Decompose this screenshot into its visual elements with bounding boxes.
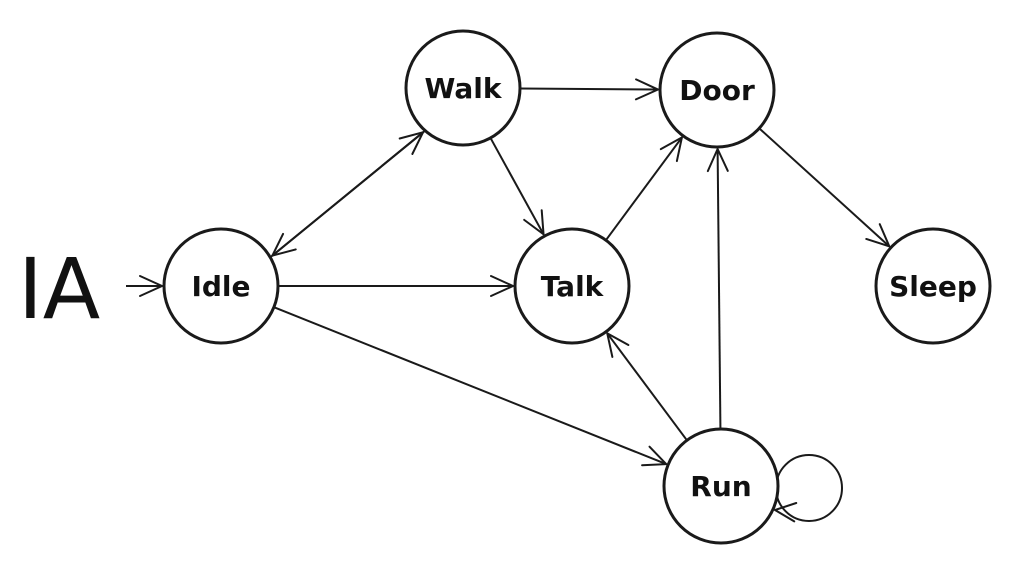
edge-line <box>605 136 683 241</box>
edge-run-to-talk <box>605 331 688 441</box>
edges-layer <box>126 78 892 523</box>
state-door: Door <box>658 31 776 149</box>
state-idle-label: Idle <box>191 270 250 303</box>
edge-run-to-run <box>772 454 843 523</box>
state-sleep: Sleep <box>874 227 992 345</box>
initial-arrowhead <box>139 275 165 297</box>
arrowhead-run-self <box>772 502 798 523</box>
edge-door-to-sleep <box>758 127 892 248</box>
edge-walk-to-idle <box>270 130 426 258</box>
state-run-circle <box>662 427 780 545</box>
arrowhead-talk <box>490 275 516 297</box>
edge-walk-to-talk <box>489 137 545 237</box>
arrowhead-talk <box>605 331 630 358</box>
state-talk-circle <box>513 227 631 345</box>
arrowhead-talk <box>523 209 545 237</box>
state-run-label: Run <box>690 470 751 503</box>
initial-arrow <box>126 275 165 297</box>
arrowhead-door <box>706 146 729 173</box>
state-walk-label: Walk <box>425 72 503 105</box>
state-idle: Idle <box>162 227 280 345</box>
edge-walk-to-door <box>519 78 661 101</box>
edge-talk-to-door <box>605 135 684 241</box>
edge-run-to-door <box>706 146 729 430</box>
state-sleep-label: Sleep <box>889 270 977 303</box>
state-walk-circle <box>404 29 522 147</box>
state-idle-circle <box>162 227 280 345</box>
edge-line <box>273 306 667 466</box>
state-door-label: Door <box>679 74 755 107</box>
edge-idle-to-run <box>273 306 669 467</box>
arrowhead-idle <box>270 232 297 258</box>
edge-line <box>519 87 659 91</box>
edge-line <box>489 137 545 235</box>
arrowhead-door <box>659 135 684 163</box>
state-door-circle <box>658 31 776 149</box>
arrowhead-run <box>641 445 669 467</box>
state-talk-label: Talk <box>541 270 605 303</box>
state-walk: Walk <box>404 29 522 147</box>
edge-idle-to-talk <box>278 275 516 297</box>
state-sleep-circle <box>874 227 992 345</box>
edge-line <box>271 130 426 257</box>
state-talk: Talk <box>513 227 631 345</box>
edge-line <box>606 332 688 441</box>
state-run: Run <box>662 427 780 545</box>
edge-line <box>716 148 722 430</box>
edge-line <box>758 127 890 248</box>
self-loop-run <box>775 454 843 522</box>
arrowhead-sleep <box>865 223 892 248</box>
arrowhead-door <box>634 78 661 101</box>
diagram-label: IA <box>18 240 100 338</box>
